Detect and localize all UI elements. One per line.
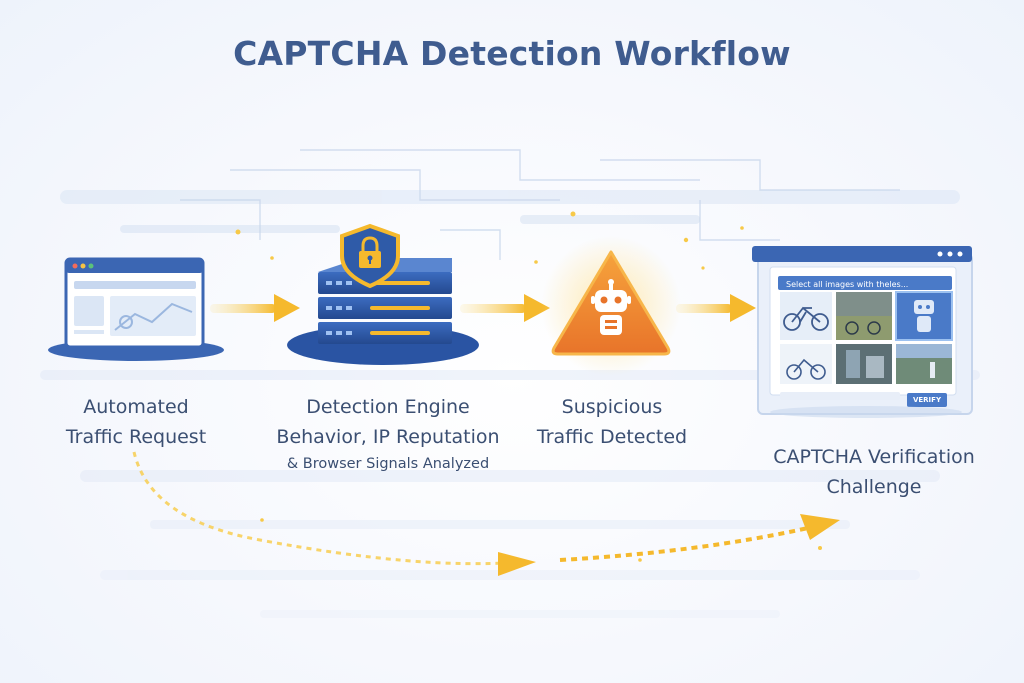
lock-shield-icon: [340, 223, 400, 289]
step-1-label: Automated Traffic Request: [65, 396, 207, 448]
background-clouds: [40, 190, 980, 618]
sparkles: [235, 211, 822, 562]
flow-arrow-3: [676, 294, 756, 322]
robot-warning-triangle-icon: [541, 236, 681, 376]
captcha-prompt-text: Select all images with theles...: [786, 280, 909, 289]
captcha-challenge-window-icon: [752, 246, 973, 418]
diagram-title: CAPTCHA Detection Workflow: [233, 34, 791, 73]
robot-icon: [591, 279, 631, 335]
robot-small-icon: [914, 300, 934, 332]
step-3-label: Suspicious Traffic Detected: [536, 396, 688, 448]
bicycle-icon: [783, 306, 829, 331]
flow-arrow-2: [460, 294, 550, 322]
verify-button[interactable]: VERIFY: [912, 396, 942, 404]
circuit-lines: [180, 149, 900, 260]
flow-arrow-1: [210, 294, 300, 322]
browser-window-icon: [48, 257, 224, 361]
bypass-curved-arrow: [132, 451, 840, 576]
step-4-label: CAPTCHA Verification Challenge: [773, 446, 975, 498]
server-with-lock-shield-icon: [287, 223, 479, 365]
step-2-label: Detection Engine Behavior, IP Reputation…: [276, 396, 500, 472]
